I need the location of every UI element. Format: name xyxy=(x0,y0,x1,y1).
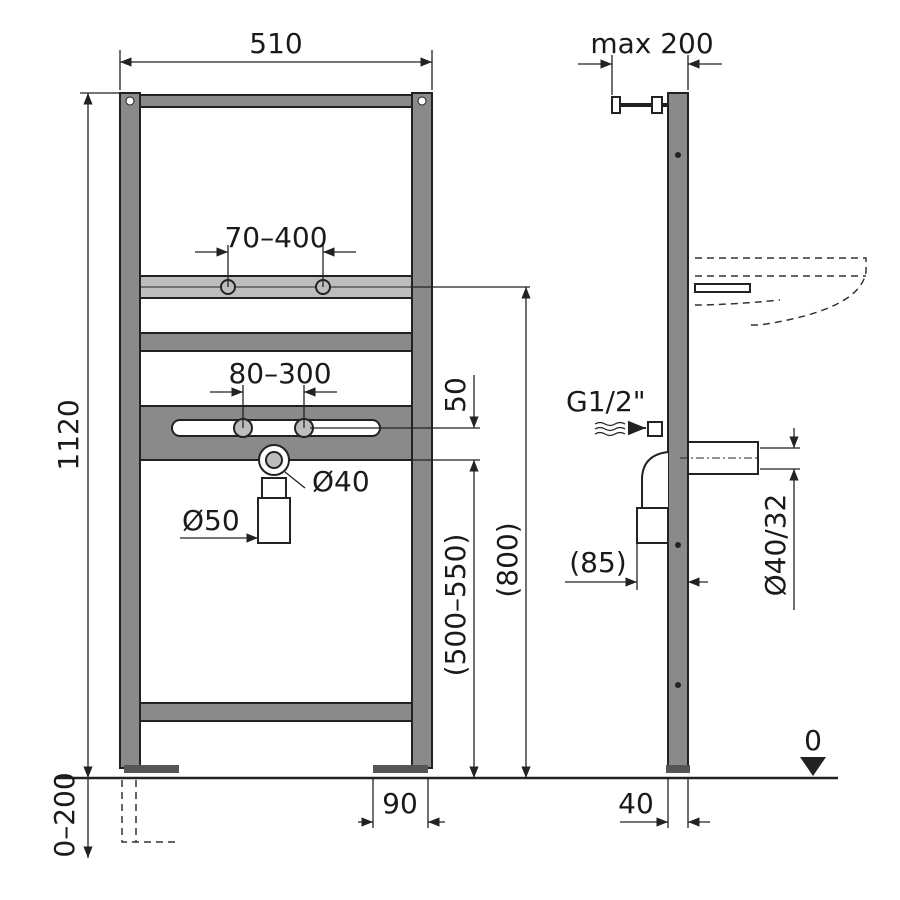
offset-label: 50 xyxy=(439,377,472,413)
waste-pipe xyxy=(257,497,291,544)
floor-level-marker xyxy=(800,757,826,776)
foot-left xyxy=(124,765,179,773)
width-label: 510 xyxy=(249,27,302,60)
basin-outline xyxy=(694,257,867,326)
height-label: 1120 xyxy=(52,399,85,470)
top-rail xyxy=(139,94,413,108)
water-inlet xyxy=(647,421,663,437)
trap-elbow xyxy=(641,451,669,509)
connection-height-label: (500–550) xyxy=(439,534,472,677)
water-inlet-label: G1/2" xyxy=(566,385,646,418)
waste-diameter-label: Ø40/32 xyxy=(759,494,792,597)
waste-pipe-label: Ø50 xyxy=(182,504,240,537)
max-depth-label: max 200 xyxy=(590,27,713,60)
left-post xyxy=(119,92,141,769)
trap xyxy=(636,507,669,544)
front-dimensions: 510 1120 0–200 70–400 80–300 50 (500–550… xyxy=(48,27,531,858)
crossbar xyxy=(139,332,413,352)
frame-depth-label: 40 xyxy=(618,787,654,820)
tap-pipe xyxy=(694,283,751,293)
foot-right xyxy=(373,765,428,773)
foot-extension-label: 0–200 xyxy=(48,772,81,857)
tap-spacing-label: 70–400 xyxy=(224,221,327,254)
side-post xyxy=(667,92,689,769)
foot-width-label: 90 xyxy=(382,787,418,820)
waste-outlet-label: Ø40 xyxy=(312,465,370,498)
trap-offset-label: (85) xyxy=(569,546,626,579)
connection-spacing-label: 80–300 xyxy=(228,357,331,390)
bottom-crossbar xyxy=(139,702,413,722)
side-view: G1/2" xyxy=(566,92,867,773)
floor-level-label: 0 xyxy=(804,724,822,757)
front-view xyxy=(119,92,433,843)
side-dimensions: max 200 Ø40/32 (85) 0 40 xyxy=(565,27,826,828)
right-post xyxy=(411,92,433,769)
basin-height-label: (800) xyxy=(491,522,524,597)
